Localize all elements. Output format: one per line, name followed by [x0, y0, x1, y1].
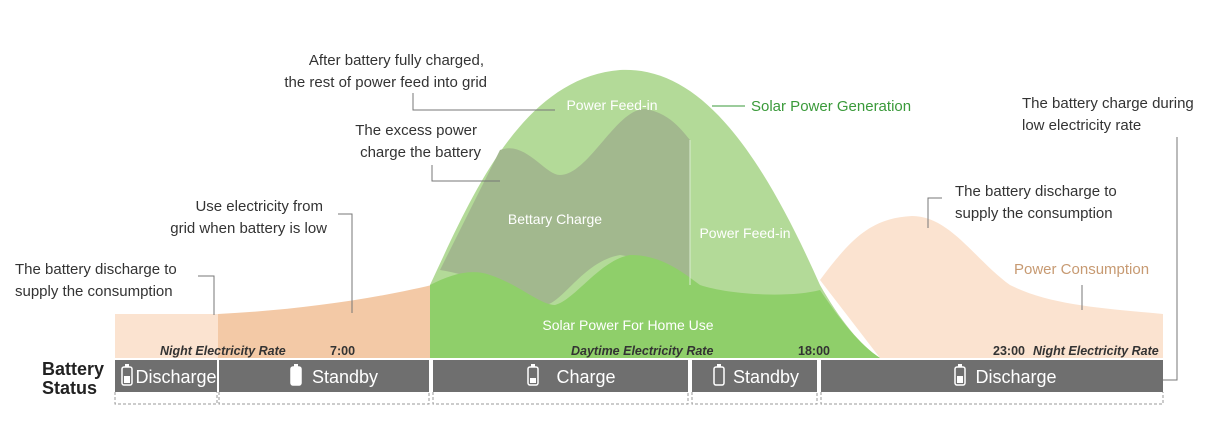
consumption-area-left-pale	[115, 314, 218, 358]
consumption-area-night	[218, 283, 460, 358]
battery-half-icon-late	[954, 364, 966, 386]
battery-half-icon	[121, 364, 133, 386]
annotation-excess-line1: The excess power	[355, 122, 477, 139]
consumption-area-evening	[820, 216, 1163, 358]
leader-discharge-right	[927, 197, 942, 228]
annotation-charge-low-line2: low electricity rate	[1022, 117, 1141, 134]
status-label-discharge-late: Discharge	[975, 367, 1056, 387]
status-segment-standby-morning	[219, 360, 429, 392]
rate-night-right: Night Electricity Rate	[1033, 344, 1159, 358]
time-2300: 23:00	[993, 344, 1025, 358]
series-label-consumption: Power Consumption	[1014, 261, 1149, 278]
leader-discharge-left	[198, 275, 215, 315]
annotation-charge-low-line1: The battery charge during	[1022, 95, 1194, 112]
annotation-feed-in-line1: After battery fully charged,	[309, 52, 484, 69]
battery-status-bar: Discharge Standby Charge Standby Dischar…	[115, 360, 1163, 392]
series-label-solar: Solar Power Generation	[751, 98, 911, 115]
battery-low-icon	[527, 364, 539, 386]
leader-charge-low	[1163, 137, 1178, 381]
battery-full-icon	[290, 364, 302, 386]
home-use-area	[430, 255, 880, 358]
annotation-grid-line2: grid when battery is low	[170, 220, 327, 237]
area-label-battery-charge: Bettary Charge	[508, 211, 602, 227]
status-label-charge: Charge	[556, 367, 615, 387]
leader-feed-in	[412, 93, 555, 111]
leader-grid	[338, 213, 353, 313]
battery-status-title-line1: Battery	[42, 359, 104, 379]
status-label-standby-evening: Standby	[733, 367, 799, 387]
status-label-discharge-night: Discharge	[135, 367, 216, 387]
leader-excess	[431, 165, 500, 182]
battery-status-title-line2: Status	[42, 378, 97, 398]
status-bar-dashed-outline	[114, 392, 1164, 405]
status-label-standby-morning: Standby	[312, 367, 378, 387]
status-segment-standby-evening	[692, 360, 817, 392]
area-label-home-use: Solar Power For Home Use	[542, 317, 713, 333]
time-1800: 18:00	[798, 344, 830, 358]
annotation-discharge-right-line2: supply the consumption	[955, 205, 1113, 222]
annotation-discharge-left-line1: The battery discharge to	[15, 261, 177, 278]
rate-daytime: Daytime Electricity Rate	[571, 344, 713, 358]
annotation-excess-line2: charge the battery	[360, 144, 481, 161]
annotation-feed-in-line2: the rest of power feed into grid	[284, 74, 487, 91]
annotation-discharge-right-line1: The battery discharge to	[955, 183, 1117, 200]
area-label-feed-in-top: Power Feed-in	[566, 97, 657, 113]
status-segment-discharge-late	[821, 360, 1163, 392]
battery-empty-icon	[713, 364, 725, 386]
rate-night-left: Night Electricity Rate	[160, 344, 286, 358]
area-label-feed-in-right: Power Feed-in	[699, 225, 790, 241]
time-0700: 7:00	[330, 344, 355, 358]
annotation-discharge-left-line2: supply the consumption	[15, 283, 173, 300]
status-segment-charge	[433, 360, 688, 392]
annotation-grid-line1: Use electricity from	[195, 198, 323, 215]
